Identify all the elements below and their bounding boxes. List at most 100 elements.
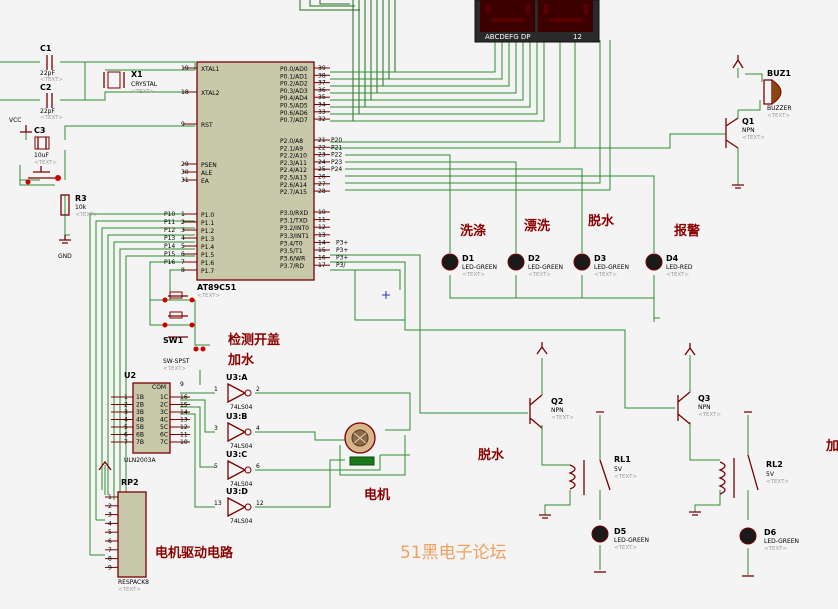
capacitor-c3[interactable]: C3 10uF <TEXT> [34, 126, 57, 166]
mcu-pin-name: P2.0/A8 [280, 138, 303, 145]
mcu-net-label: P3+ [336, 239, 348, 246]
d1-ref: D1 [462, 254, 475, 263]
mcu-pin-name: P2.1/A9 [280, 145, 303, 152]
transistor-q2[interactable]: Q2 NPN <TEXT> [529, 342, 574, 429]
mcu-net-label: P12 [164, 227, 175, 234]
d2-value: LED-GREEN [528, 264, 563, 271]
mcu-pin-name: P3.6/WR [280, 256, 305, 263]
u3-ref: U3:C [226, 450, 247, 459]
mcu-pin-num: 34 [318, 102, 326, 109]
relay-rl1[interactable]: RL1 5V <TEXT> [539, 411, 637, 519]
rp2-pin-num: 4 [108, 520, 112, 527]
mcu-net-label: P11 [164, 219, 175, 226]
d5-text: <TEXT> [614, 545, 637, 551]
sw1-text: <TEXT> [163, 366, 186, 372]
label-motor: 电机 [364, 487, 390, 503]
c2-text: <TEXT> [40, 115, 63, 121]
mcu-pin-num: 32 [318, 116, 326, 123]
u2-out-name: 4C [160, 417, 168, 424]
u2-out-num: 16 [180, 394, 188, 401]
transistor-q1[interactable]: Q1 NPN <TEXT> [725, 117, 765, 189]
u2-out-num: 13 [180, 417, 188, 424]
led-d1[interactable]: D1 LED-GREEN <TEXT> [441, 253, 497, 278]
sw1-value: SW-SPST [163, 358, 190, 365]
mcu-pin-num: 26 [318, 174, 326, 181]
u3-pin-in: 3 [214, 425, 218, 432]
mcu-pin-name: XTAL2 [201, 90, 220, 97]
led-d5[interactable]: D5 LED-GREEN <TEXT> [591, 525, 649, 573]
d6-ref: D6 [764, 528, 777, 537]
mcu-pin-name: P1.2 [201, 228, 214, 235]
transistor-q3[interactable]: Q3 NPN <TEXT> [677, 343, 721, 425]
mcu-pin-num: 17 [318, 262, 326, 269]
mcu-pin-name: P0.1/AD1 [280, 73, 308, 80]
rl2-text: <TEXT> [766, 479, 789, 485]
u2-out-name: 6C [160, 432, 168, 439]
mcu-pin-name: P1.1 [201, 220, 214, 227]
mcu-pin-num: 27 [318, 181, 326, 188]
mcu-pin-name: P3.4/T0 [280, 240, 303, 247]
u2-in-num: 5 [124, 424, 128, 431]
mcu-pin-num: 4 [181, 235, 185, 242]
rl2-ref: RL2 [766, 460, 783, 469]
rl1-value: 5V [614, 466, 623, 473]
mcu-pin-name: P2.5/A13 [280, 175, 307, 182]
inverter-bubble [244, 389, 252, 397]
led-d3[interactable]: D3 LED-GREEN <TEXT> [573, 253, 629, 278]
mcu-pin-name: P2.3/A11 [280, 160, 307, 167]
reset-button[interactable] [25, 166, 62, 185]
mcu-net-label: P3+ [336, 247, 348, 254]
q1-text: <TEXT> [742, 135, 765, 141]
vcc-label: VCC [9, 117, 21, 124]
mcu-pin-name: RST [201, 122, 213, 129]
capacitor-c2[interactable]: C2 22pF <TEXT> [40, 83, 63, 121]
mcu-pin-name: P0.4/AD4 [280, 95, 308, 102]
d6-value: LED-GREEN [764, 538, 799, 545]
d3-ref: D3 [594, 254, 606, 263]
mcu-pin-name: P2.7/A15 [280, 189, 307, 196]
mcu-pin-num: 11 [318, 217, 326, 224]
crystal-x1[interactable]: X1 CRYSTAL <TEXT> [103, 70, 158, 95]
mcu-pin-num: 15 [318, 247, 326, 254]
mcu-net-label: P13 [164, 235, 175, 242]
x1-text: <TEXT> [131, 89, 154, 95]
mcu-pin-name: P3.5/T1 [280, 248, 303, 255]
rp2-pin-num: 3 [108, 512, 112, 519]
watermark: 51黑电子论坛 [400, 543, 507, 563]
u2-out-num: 14 [180, 409, 188, 416]
mcu-right-pins: 39P0.0/AD038P0.1/AD137P0.2/AD236P0.3/AD3… [280, 65, 348, 270]
buzzer-buz1[interactable]: BUZ1 BUZZER <TEXT> [732, 55, 792, 119]
mcu-pin-num: 5 [181, 243, 185, 250]
rp2-pin-num: 9 [108, 564, 112, 571]
c3-ref: C3 [34, 126, 45, 135]
capacitor-c1[interactable]: C1 22pF <TEXT> [40, 44, 63, 83]
q2-text: <TEXT> [551, 415, 574, 421]
mcu-pin-name: P0.5/AD5 [280, 103, 308, 110]
led-d2[interactable]: D2 LED-GREEN <TEXT> [507, 253, 563, 278]
inverter-bubble [244, 428, 252, 436]
rp2-text: <TEXT> [118, 587, 141, 593]
led-d4[interactable]: D4 LED-RED <TEXT> [645, 253, 693, 278]
u2-out-name: 1C [160, 394, 168, 401]
mcu-pin-name: P0.0/AD0 [280, 66, 308, 73]
resistor-r3[interactable]: R3 10k <TEXT> [60, 194, 98, 218]
d2-text: <TEXT> [528, 272, 551, 278]
c1-text: <TEXT> [40, 77, 63, 83]
u3-value: 74LS04 [230, 404, 253, 411]
relay-rl2[interactable]: RL2 5V <TEXT> [689, 411, 789, 516]
seven-seg-display[interactable]: ABCDEFG DP 12 [474, 0, 600, 43]
label-lid-check: 检测开盖 [228, 332, 280, 348]
switch-sw1[interactable]: SW1 SW-SPST <TEXT> [162, 291, 206, 372]
inverter-bubble [244, 503, 252, 511]
motor[interactable] [344, 422, 376, 466]
mcu-pin-name: P1.5 [201, 252, 214, 259]
mcu-pin-num: 16 [318, 255, 326, 262]
u2-out-name: 2C [160, 402, 168, 409]
led-d6[interactable]: D6 LED-GREEN <TEXT> [739, 527, 799, 577]
